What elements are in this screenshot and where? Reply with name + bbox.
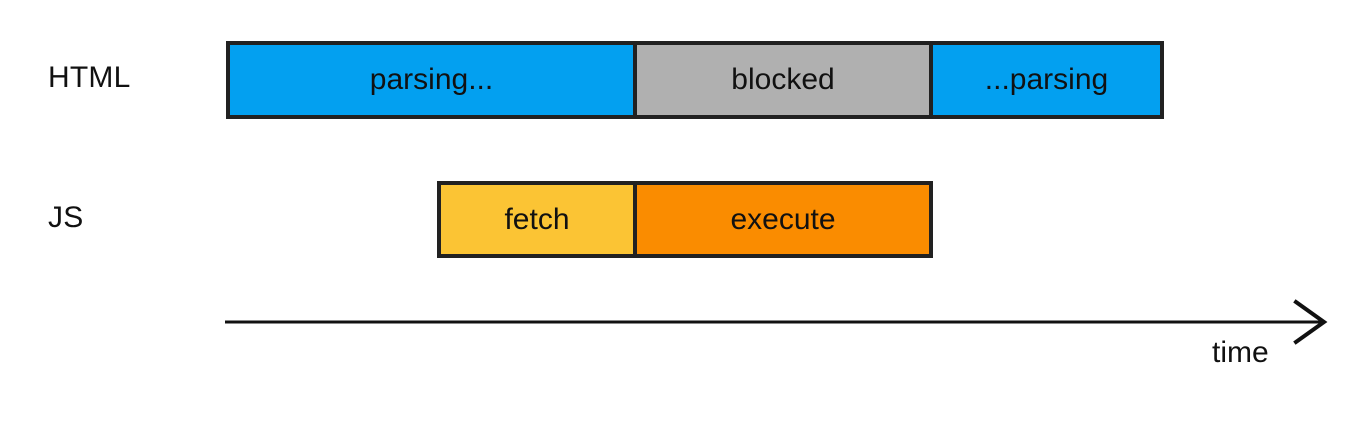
segment-js-fetch: fetch <box>437 181 637 258</box>
time-axis <box>225 296 1335 352</box>
segment-label: blocked <box>731 63 835 96</box>
segment-js-execute: execute <box>633 181 933 258</box>
segment-label: execute <box>730 202 836 236</box>
segment-html-blocked: blocked <box>633 41 933 119</box>
segment-label: ...parsing <box>984 63 1109 96</box>
segment-html-parsing-start: parsing... <box>226 41 637 119</box>
timeline-track-html: parsing... blocked ...parsing <box>226 41 1164 119</box>
segment-html-parsing-end: ...parsing <box>929 41 1164 119</box>
row-label-html: HTML <box>48 61 131 94</box>
time-axis-arrow-icon <box>225 299 1328 345</box>
segment-label: parsing... <box>369 63 494 96</box>
row-label-js: JS <box>48 201 84 234</box>
time-axis-label: time <box>1212 336 1269 369</box>
segment-label: fetch <box>504 202 570 236</box>
timeline-track-js: fetch execute <box>437 181 933 258</box>
